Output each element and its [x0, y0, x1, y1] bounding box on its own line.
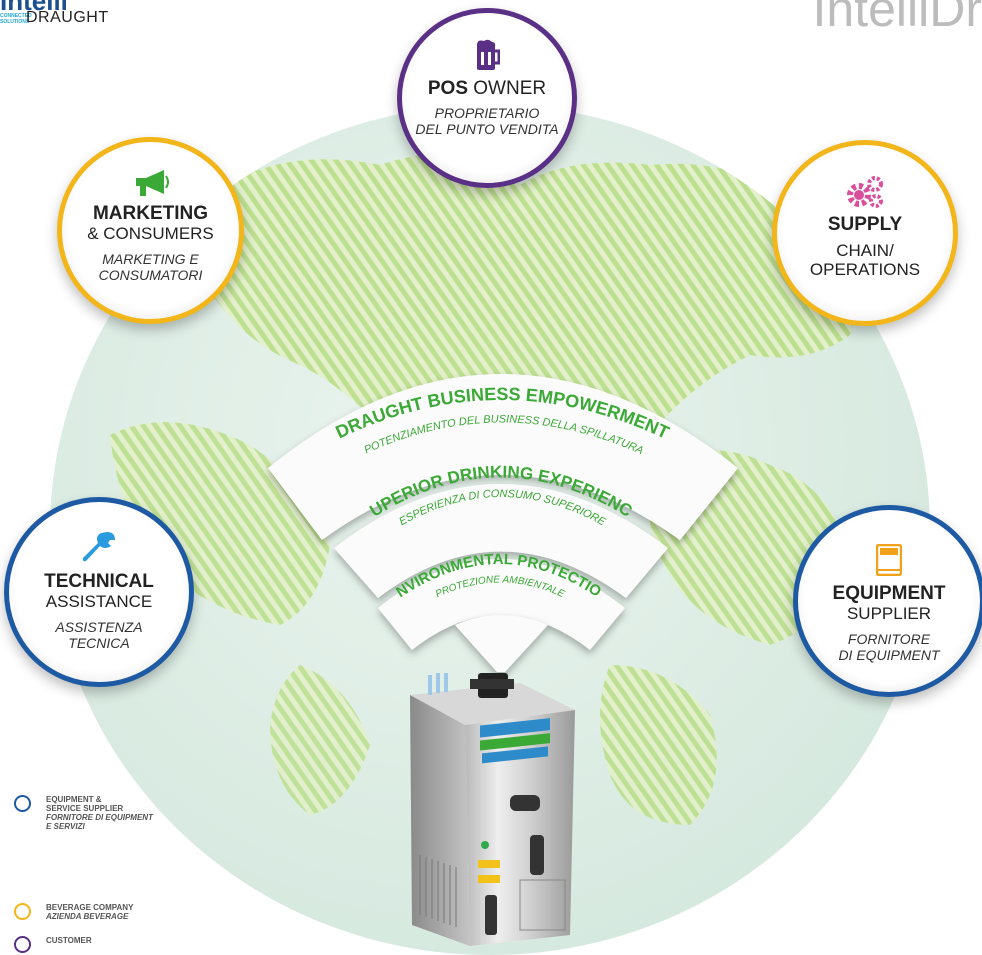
pos-title-bold: POS [427, 78, 468, 99]
supply-line1: CHAIN/ [836, 241, 894, 260]
logo-draught-text: DRAUGHT [26, 9, 109, 26]
legend-beverage-l1: BEVERAGE COMPANY [46, 903, 134, 912]
legend-equipment-i1: FORNITORE DI EQUIPMENT [46, 813, 153, 822]
marketing-sub-line2: CONSUMATORI [98, 267, 203, 283]
beer-mug-icon [477, 39, 500, 70]
technical-assistance-circle: TECHNICAL ASSISTANCE ASSISTENZA TECNICA [4, 497, 194, 687]
legend-ring-yellow [14, 903, 31, 920]
technical-title-bold: TECHNICAL [44, 571, 154, 592]
legend-customer-l1: CUSTOMER [46, 936, 92, 945]
beer-cooler-machine [410, 673, 575, 946]
legend-equipment-l2: SERVICE SUPPLIER [46, 804, 124, 813]
megaphone-icon [135, 170, 169, 196]
supply-line2: OPERATIONS [809, 260, 921, 279]
equipment-sub-line2: DI EQUIPMENT [838, 647, 940, 663]
logo-connected-text: CONNECTED SOLUTIONS [0, 13, 32, 25]
supply-chain-circle: SUPPLY CHAIN/ OPERATIONS [772, 140, 958, 326]
legend-beverage-i1: AZIENDA BEVERAGE [46, 912, 129, 921]
arc-band-3 [378, 559, 625, 650]
technical-sub-line1: ASSISTENZA [55, 619, 143, 635]
technical-sub-line2: TECNICA [68, 635, 130, 651]
pos-owner-circle: POS OWNER PROPRIETARIO DEL PUNTO VENDITA [397, 8, 577, 188]
equipment-supplier-circle: EQUIPMENT SUPPLIER FORNITORE DI EQUIPMEN… [793, 505, 982, 697]
marketing-title-rest: & CONSUMERS [87, 224, 214, 243]
pos-sub-line2: DEL PUNTO VENDITA [415, 121, 559, 137]
marketing-circle: MARKETING & CONSUMERS MARKETING E CONSUM… [57, 137, 244, 324]
legend-ring-purple [14, 936, 31, 953]
equipment-title-rest: SUPPLIER [846, 604, 932, 623]
supply-title-bold: SUPPLY [827, 214, 903, 235]
legend-equipment-l1: EQUIPMENT & [46, 795, 102, 804]
intellidraught-logo: Intelli CONNECTED SOLUTIONS DRAUGHT [0, 0, 140, 40]
cooler-icon [876, 544, 902, 576]
pos-sub-line1: PROPRIETARIO [434, 105, 540, 121]
legend-ring-blue [14, 795, 31, 812]
legend-equipment-i2: E SERVIZI [46, 822, 85, 831]
arc-band-1 [268, 374, 738, 540]
arc-band-2 [334, 484, 668, 598]
logo-intelli-text: Intelli [0, 0, 68, 16]
wrench-icon [82, 532, 115, 562]
marketing-sub-line1: MARKETING E [102, 251, 199, 267]
gears-icon [847, 176, 883, 208]
equipment-title-bold: EQUIPMENT [832, 583, 946, 604]
pos-title-rest: OWNER [468, 78, 547, 99]
technical-title-rest: ASSISTANCE [45, 592, 153, 611]
intellidraught-logo-right: IntelliDr [812, 0, 982, 37]
arc-base-cone [455, 615, 548, 672]
equipment-sub-line1: FORNITORE [847, 631, 931, 647]
marketing-title-bold: MARKETING [92, 203, 209, 224]
